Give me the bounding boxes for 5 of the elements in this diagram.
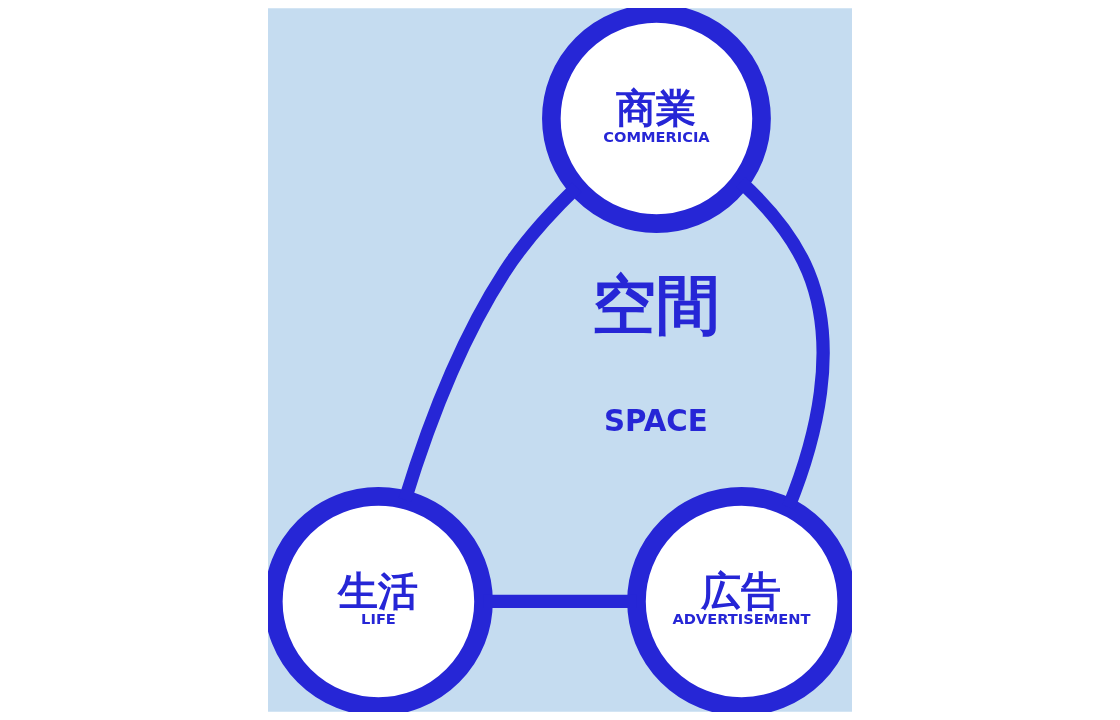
label: SPACE (603, 403, 708, 438)
label: 空間 (591, 267, 720, 342)
node-circle: 広告 ADVERTISEMENT (627, 487, 852, 712)
node-circle: 生活 LIFE (268, 487, 493, 712)
node-circle: 商業 COMMERICIA (542, 8, 771, 233)
